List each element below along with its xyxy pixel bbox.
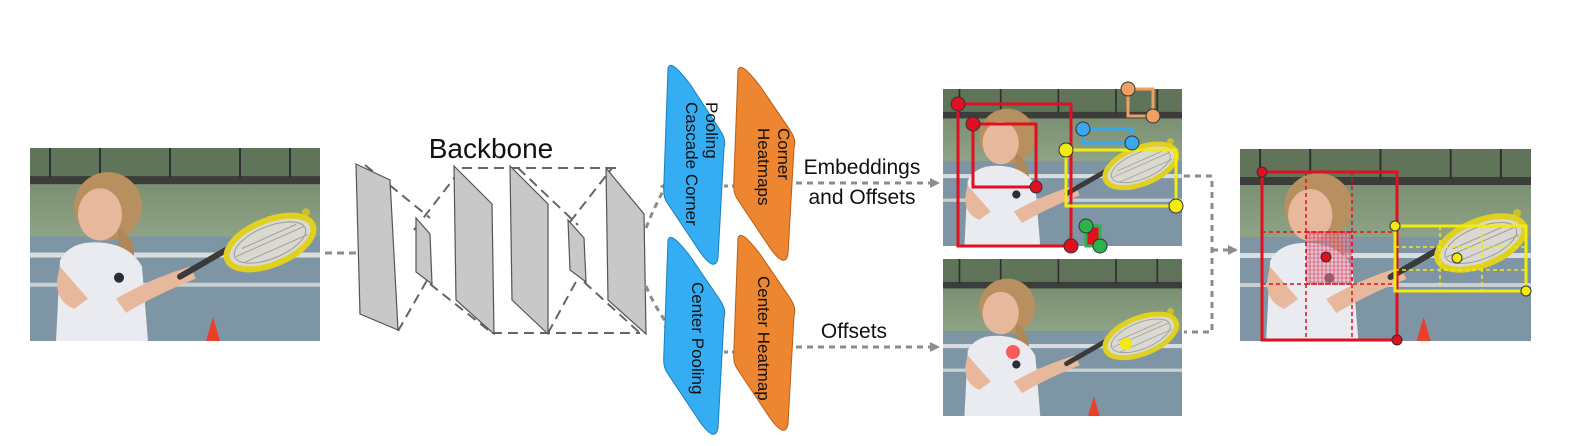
offsets-label-top: and Offsets: [808, 186, 915, 209]
red-center-keypoint: [1006, 345, 1020, 359]
yellow-center-keypoint: [1120, 338, 1132, 350]
backbone-connections: [364, 164, 641, 334]
final-red-corner-dot: [1391, 334, 1403, 346]
orange-pair-link: [1126, 87, 1155, 118]
backbone-label: Backbone: [429, 133, 554, 164]
backbone: Backbone: [355, 133, 647, 336]
blue-corner-dot: [1124, 135, 1140, 151]
final-result-image: [1240, 149, 1532, 346]
orange-corner-dot: [1145, 108, 1161, 124]
red-corner-dot: [1029, 180, 1043, 194]
final-red-center-dot: [1320, 251, 1332, 263]
orange-corner-dot: [1120, 81, 1136, 97]
offsets-label-bottom: Offsets: [821, 320, 887, 343]
backbone-layer-2: [415, 216, 433, 286]
center-heatmap-label: Center Heatmap: [754, 276, 773, 401]
embeddings-label: Embeddings: [804, 156, 921, 179]
final-red-corner-dot: [1256, 166, 1268, 178]
cascade-corner-pooling-module: Cascade Corner Pooling: [663, 64, 726, 265]
final-yellow-corner-dot: [1389, 220, 1401, 232]
red-corner-dot: [950, 96, 966, 112]
cascade-corner-pooling-label-2: Pooling: [702, 102, 721, 159]
yellow-corner-dot: [1168, 198, 1184, 214]
backbone-layer-6: [605, 166, 647, 336]
red-bounding-box-large: [956, 102, 1073, 248]
backbone-layer-5: [567, 218, 587, 284]
final-yellow-corner-dot: [1520, 285, 1532, 297]
center-pooling-label: Center Pooling: [688, 282, 707, 394]
final-yellow-box: [1393, 224, 1528, 293]
yellow-corner-dot: [1058, 142, 1074, 158]
green-corner-dot: [1078, 218, 1094, 234]
cascade-corner-pooling-label-1: Cascade Corner: [682, 102, 701, 226]
svg-text:Cascade Corner Pooling: Cascade Corner Pooling: [682, 102, 721, 231]
center-pooling-module: Center Pooling: [663, 236, 726, 435]
corner-heatmaps-label-2: Heatmaps: [754, 128, 773, 205]
yellow-bounding-box: [1064, 148, 1178, 208]
red-bounding-box-small: [971, 122, 1038, 189]
backbone-layer-3: [453, 164, 495, 336]
center-result-image: [943, 259, 1183, 416]
svg-text:Corner Heatmaps: Corner Heatmaps: [754, 128, 793, 205]
blue-corner-dot: [1075, 121, 1091, 137]
backbone-layer-4: [509, 164, 549, 336]
final-red-box: [1260, 170, 1399, 342]
backbone-layer-1: [355, 163, 399, 331]
corner-heatmaps-module: Corner Heatmaps: [733, 66, 796, 261]
green-corner-dot: [1092, 238, 1108, 254]
center-heatmap-module: Center Heatmap: [733, 234, 796, 431]
final-yellow-center-dot: [1451, 252, 1463, 264]
corner-heatmaps-label-1: Corner: [774, 128, 793, 180]
corner-result-image: [943, 81, 1184, 254]
input-image: [30, 148, 321, 341]
red-corner-dot: [1063, 238, 1079, 254]
merge-connector: [1184, 174, 1238, 334]
red-corner-dot: [965, 116, 981, 132]
